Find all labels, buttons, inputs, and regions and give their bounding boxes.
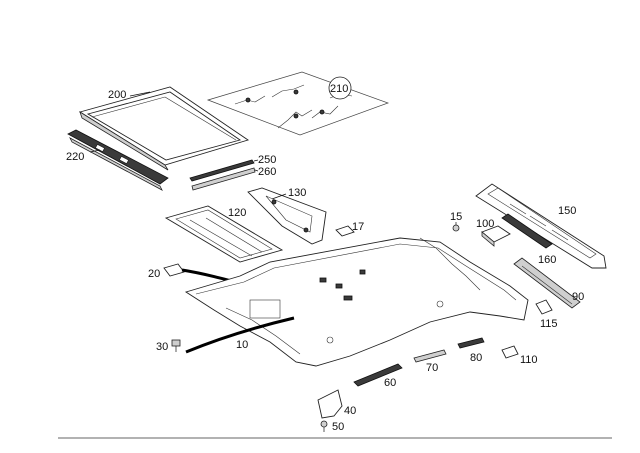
callout-260: 260 [258,166,276,178]
callout-200: 200 [108,89,126,101]
callout-130: 130 [288,187,306,199]
part-50-screw[interactable] [320,420,328,432]
part-200-roof-frame[interactable] [78,86,250,171]
callout-150: 150 [558,205,576,217]
callout-30: 30 [156,341,168,353]
part-130-bracket[interactable] [247,187,327,245]
callout-17: 17 [352,221,364,233]
part-10-headliner[interactable] [184,237,529,367]
callout-10: 10 [236,339,248,351]
callout-220: 220 [66,151,84,163]
callout-90: 90 [572,291,584,303]
callout-210: 210 [330,83,348,95]
callout-110: 110 [520,354,538,366]
part-160-strip[interactable] [501,213,553,249]
part-17-pad[interactable] [335,225,355,237]
part-70-strip[interactable] [413,349,447,363]
callout-20: 20 [148,268,160,280]
callout-115: 115 [540,318,558,330]
part-220-front-rail[interactable] [67,129,169,191]
part-120-glass-panel[interactable] [164,205,284,263]
part-115-block[interactable] [535,299,553,315]
part-30-leader [185,316,295,354]
part-30-fastener[interactable] [171,339,181,352]
part-90-strip[interactable] [513,257,581,309]
part-80-strip[interactable] [457,337,485,349]
part-15-clip[interactable] [452,222,460,232]
part-40-bracket[interactable] [317,389,343,419]
callout-40: 40 [344,405,356,417]
part-250-strip[interactable] [189,159,255,182]
part-210-callout-circle [328,76,352,100]
callout-50: 50 [332,421,344,433]
part-260-strip[interactable] [191,167,256,191]
part-110-block[interactable] [501,345,519,359]
part-100-block[interactable] [481,225,511,247]
callout-60: 60 [384,377,396,389]
callout-250: 250 [258,154,276,166]
callout-100: 100 [476,218,494,230]
part-210-cable-kit-panel[interactable] [206,71,390,136]
callout-120: 120 [228,207,246,219]
callout-160: 160 [538,254,556,266]
callout-80: 80 [470,352,482,364]
part-20-pad[interactable] [163,263,185,277]
part-150-rear-trim[interactable] [475,183,607,269]
callout-15: 15 [450,211,462,223]
part-60-strip[interactable] [353,363,403,387]
callout-70: 70 [426,362,438,374]
